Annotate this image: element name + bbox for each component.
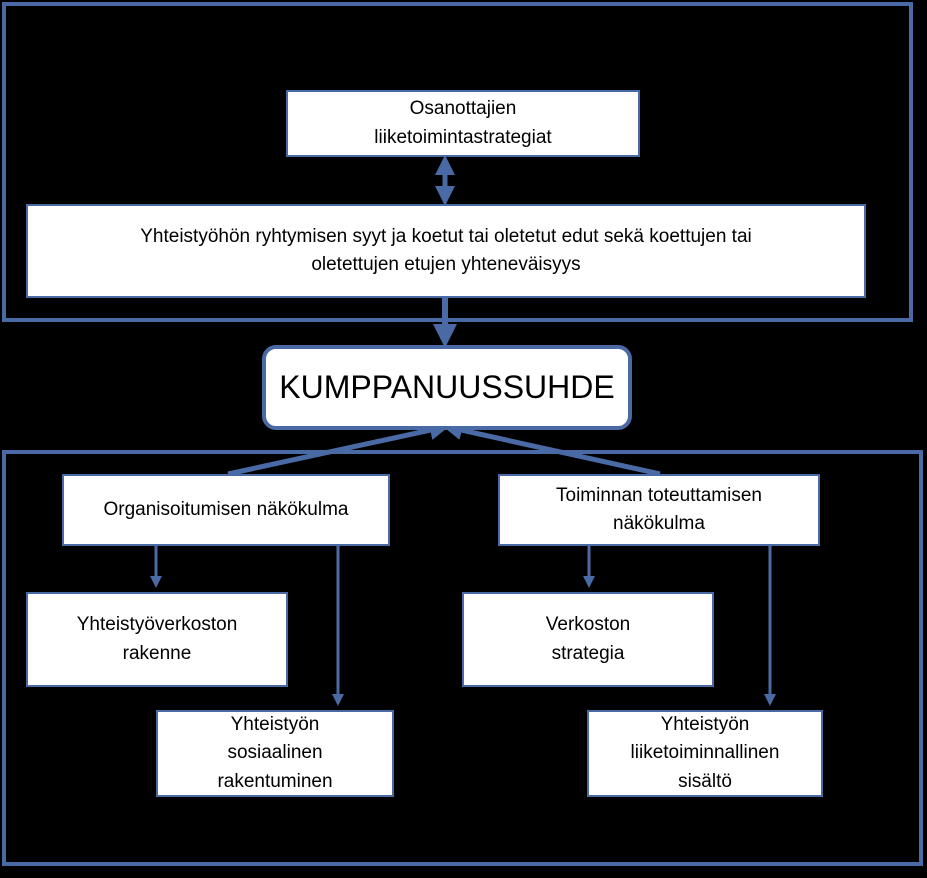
participants-strategies-line1: Osanottajien — [409, 98, 517, 119]
partnership-box: KUMPPANUUSSUHDE — [262, 345, 632, 430]
implementation-perspective-line2: näkökulma — [613, 513, 705, 534]
arrow-right-to-center — [442, 420, 661, 477]
partnership-label: KUMPPANUUSSUHDE — [279, 369, 615, 405]
social-construction-box: Yhteistyön sosiaalinen rakentuminen — [156, 710, 394, 797]
network-strategy-line2: strategia — [551, 642, 625, 664]
network-strategy-box: Verkoston strategia — [462, 592, 714, 687]
arrow-left-to-center — [227, 420, 450, 477]
implementation-perspective-line1: Toiminnan toteuttamisen — [556, 484, 762, 506]
business-content-line3: sisältö — [678, 770, 732, 792]
participants-strategies-box: Osanottajien liiketoimintastrategiat — [286, 90, 640, 157]
social-construction-line3: rakentuminen — [217, 770, 333, 792]
social-construction-line1: Yhteistyön — [230, 713, 320, 735]
network-structure-box: Yhteistyöverkoston rakenne — [26, 592, 288, 687]
business-content-box: Yhteistyön liiketoiminnallinen sisältö — [587, 710, 823, 797]
reasons-benefits-line2: oletettujen etujen yhteneväisyys — [311, 254, 581, 275]
organization-perspective-box: Organisoitumisen näkökulma — [62, 474, 390, 546]
social-construction-line2: sosiaalinen — [227, 742, 323, 764]
reasons-benefits-line1: Yhteistyöhön ryhtymisen syyt ja koetut t… — [140, 225, 752, 247]
implementation-perspective-box: Toiminnan toteuttamisen näkökulma — [498, 474, 820, 546]
reasons-benefits-box: Yhteistyöhön ryhtymisen syyt ja koetut t… — [26, 204, 866, 298]
network-strategy-line1: Verkoston — [545, 614, 631, 635]
network-structure-line1: Yhteistyöverkoston — [76, 614, 238, 635]
business-content-line1: Yhteistyön — [660, 713, 750, 735]
organization-perspective-line1: Organisoitumisen näkökulma — [103, 498, 349, 520]
participants-strategies-line2: liiketoimintastrategiat — [374, 126, 552, 148]
business-content-line2: liiketoiminnallinen — [630, 742, 780, 764]
network-structure-line2: rakenne — [122, 642, 192, 664]
